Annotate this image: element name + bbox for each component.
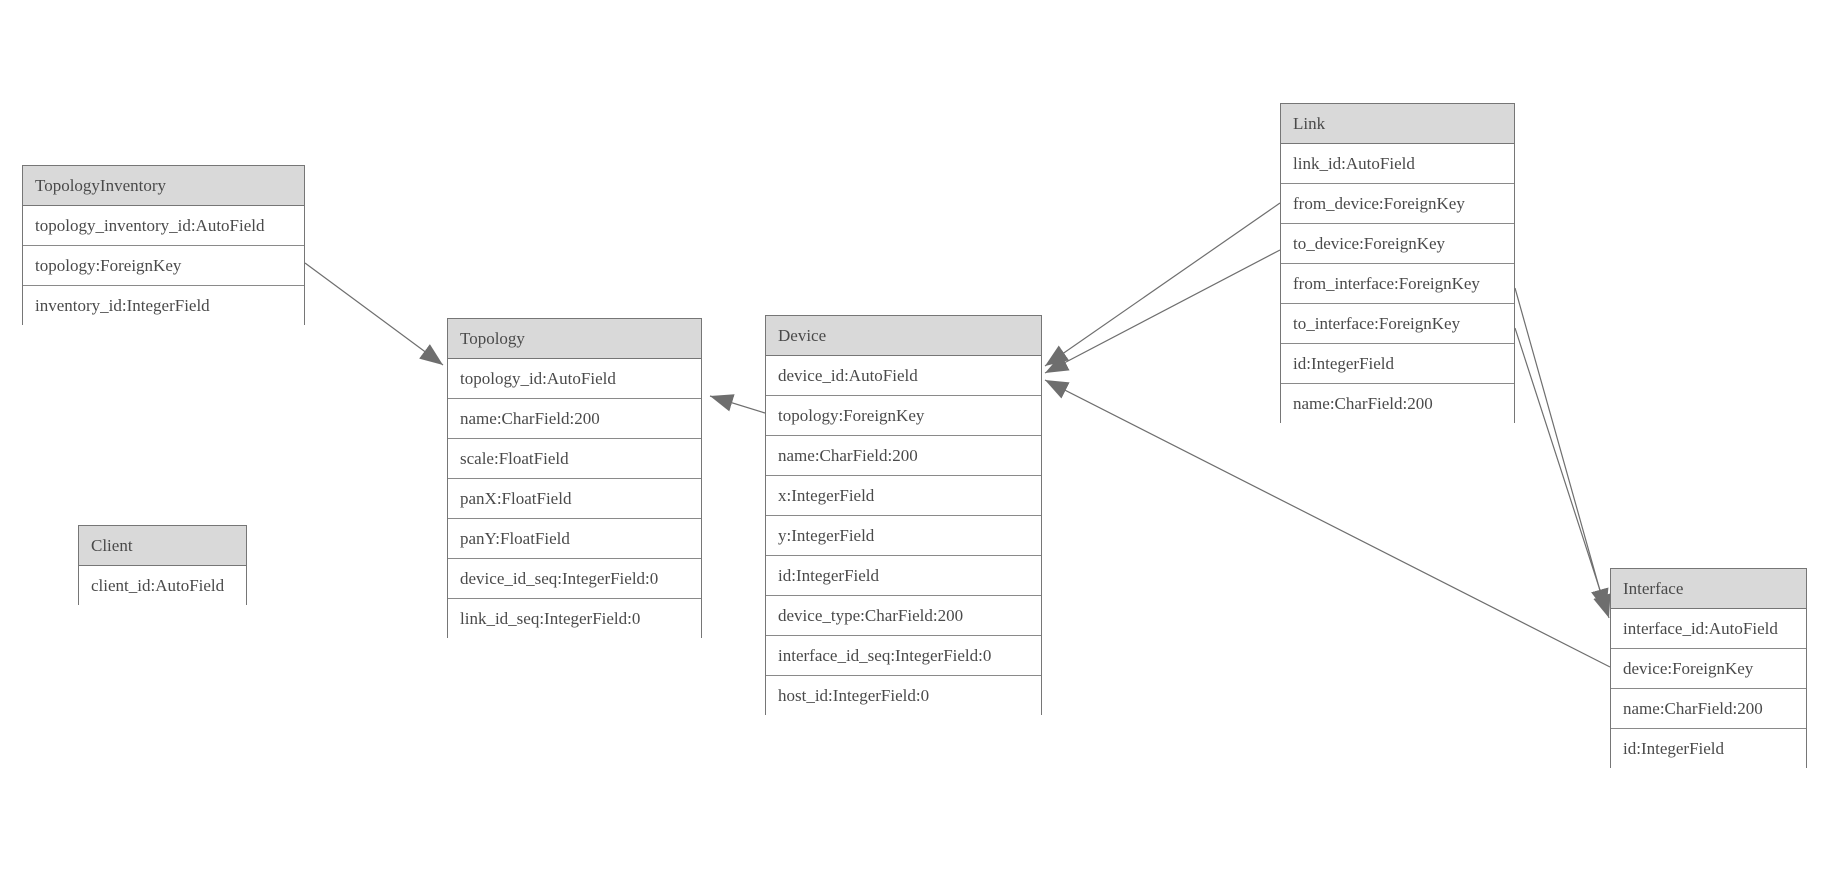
entity-field-row: host_id:IntegerField:0 bbox=[766, 676, 1041, 716]
entity-title-device: Device bbox=[766, 316, 1041, 356]
entity-field-row: panY:FloatField bbox=[448, 519, 701, 559]
entity-field-row: interface_id:AutoField bbox=[1611, 609, 1806, 649]
entity-field-row: interface_id_seq:IntegerField:0 bbox=[766, 636, 1041, 676]
entity-title-interface: Interface bbox=[1611, 569, 1806, 609]
entity-field-row: name:CharField:200 bbox=[448, 399, 701, 439]
relationship-edge-link-from_interface-to-interface bbox=[1514, 287, 1609, 613]
entity-field-row: device_id_seq:IntegerField:0 bbox=[448, 559, 701, 599]
entity-field-row: to_interface:ForeignKey bbox=[1281, 304, 1514, 344]
entity-title-client: Client bbox=[79, 526, 246, 566]
entity-field-row: x:IntegerField bbox=[766, 476, 1041, 516]
entity-field-row: id:IntegerField bbox=[766, 556, 1041, 596]
entity-field-row: topology:ForeignKey bbox=[23, 246, 304, 286]
entity-field-row: topology:ForeignKey bbox=[766, 396, 1041, 436]
entity-field-row: to_device:ForeignKey bbox=[1281, 224, 1514, 264]
relationship-edge-interface-device-to-device bbox=[1044, 379, 1611, 668]
relationship-edge-topologyinventory-topology-to-topology bbox=[304, 262, 444, 366]
relationship-edge-link-from_device-to-device bbox=[1044, 202, 1281, 367]
entity-field-row: device_id:AutoField bbox=[766, 356, 1041, 396]
entity-field-row: from_device:ForeignKey bbox=[1281, 184, 1514, 224]
entity-field-row: topology_inventory_id:AutoField bbox=[23, 206, 304, 246]
entity-field-row: link_id_seq:IntegerField:0 bbox=[448, 599, 701, 639]
entity-field-row: client_id:AutoField bbox=[79, 566, 246, 606]
entity-field-row: id:IntegerField bbox=[1281, 344, 1514, 384]
entity-field-row: inventory_id:IntegerField bbox=[23, 286, 304, 326]
entity-field-row: y:IntegerField bbox=[766, 516, 1041, 556]
entity-field-row: panX:FloatField bbox=[448, 479, 701, 519]
relationship-edge-link-to_interface-to-interface bbox=[1514, 327, 1611, 619]
entity-field-row: device_type:CharField:200 bbox=[766, 596, 1041, 636]
entity-field-row: scale:FloatField bbox=[448, 439, 701, 479]
entity-field-row: id:IntegerField bbox=[1611, 729, 1806, 769]
entity-title-topology-inventory: TopologyInventory bbox=[23, 166, 304, 206]
entity-field-row: link_id:AutoField bbox=[1281, 144, 1514, 184]
relationship-edge-device-topology-to-topology bbox=[709, 394, 766, 414]
entity-field-row: name:CharField:200 bbox=[1281, 384, 1514, 424]
entity-title-link: Link bbox=[1281, 104, 1514, 144]
relationship-edge-link-to_device-to-device bbox=[1044, 249, 1281, 374]
entity-field-row: topology_id:AutoField bbox=[448, 359, 701, 399]
entity-field-row: name:CharField:200 bbox=[1611, 689, 1806, 729]
entity-field-row: device:ForeignKey bbox=[1611, 649, 1806, 689]
entity-field-row: name:CharField:200 bbox=[766, 436, 1041, 476]
entity-title-topology: Topology bbox=[448, 319, 701, 359]
entity-field-row: from_interface:ForeignKey bbox=[1281, 264, 1514, 304]
